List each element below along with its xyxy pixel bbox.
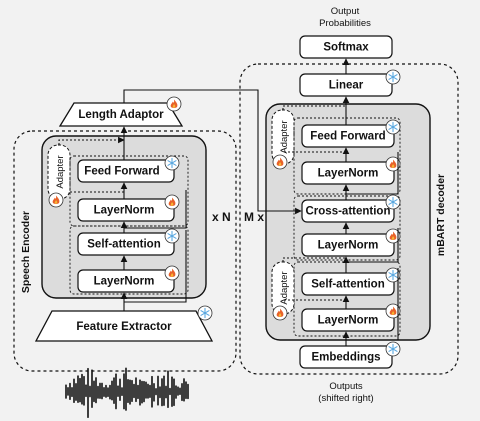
decoder-adapter-bottom-label: Adapter bbox=[279, 271, 290, 304]
decoder-self-attention-label: Self-attention bbox=[311, 279, 384, 291]
mbart-decoder: Output Probabilities mBART decoder M x S… bbox=[239, 6, 459, 404]
cross-attention-label: Cross-attention bbox=[306, 206, 391, 218]
decoder-adapter-top-label: Adapter bbox=[279, 120, 290, 153]
decoder-layernorm-1-box bbox=[301, 161, 395, 185]
decoder-layernorm-1-label: LayerNorm bbox=[318, 168, 379, 180]
decoder-cross-subblock bbox=[293, 195, 401, 261]
speech-encoder: Speech Encoder x N Adapter Feed Forward … bbox=[13, 96, 237, 419]
decoder-feed-forward-box bbox=[301, 124, 395, 148]
encoder-adapter-label: Adapter bbox=[55, 155, 66, 188]
snowflake-icon bbox=[385, 341, 401, 357]
fire-icon bbox=[272, 154, 288, 170]
fire-icon bbox=[272, 305, 288, 321]
linear-label: Linear bbox=[329, 80, 364, 92]
outputs-label: Outputs bbox=[329, 381, 363, 392]
decoder-layernorm-3-box bbox=[301, 308, 395, 332]
decoder-section-label: mBART decoder bbox=[435, 174, 447, 256]
encoder-to-decoder-connector bbox=[123, 89, 302, 215]
snowflake-icon bbox=[197, 305, 213, 321]
audio-waveform bbox=[65, 367, 189, 419]
decoder-layernorm-2-box bbox=[301, 233, 395, 257]
snowflake-icon bbox=[164, 228, 180, 244]
output-probabilities-label: Output bbox=[331, 6, 360, 17]
snowflake-icon bbox=[385, 69, 401, 85]
feature-extractor-box bbox=[34, 310, 214, 342]
embeddings-label: Embeddings bbox=[311, 352, 380, 364]
decoder-layernorm-2-label: LayerNorm bbox=[318, 240, 379, 252]
fire-icon bbox=[164, 194, 180, 210]
cross-attention-box bbox=[301, 199, 395, 223]
decoder-self-attention-box bbox=[301, 272, 395, 296]
encoder-layernorm-top-box bbox=[77, 198, 175, 222]
encoder-layernorm-bottom-box bbox=[77, 269, 175, 293]
decoder-repeat-label: M x bbox=[244, 210, 264, 224]
feature-extractor-label: Feature Extractor bbox=[76, 321, 172, 333]
fire-icon bbox=[166, 96, 182, 112]
snowflake-icon bbox=[164, 155, 180, 171]
encoder-feed-forward-label: Feed Forward bbox=[84, 166, 159, 178]
decoder-layernorm-3-label: LayerNorm bbox=[318, 315, 379, 327]
output-probabilities-label-line2: Probabilities bbox=[319, 18, 371, 29]
softmax-label: Softmax bbox=[323, 42, 369, 54]
snowflake-icon bbox=[385, 194, 401, 210]
encoder-attn-subblock bbox=[69, 225, 189, 295]
softmax-box bbox=[299, 35, 393, 59]
encoder-feed-forward-box bbox=[77, 159, 175, 183]
decoder-feed-forward-label: Feed Forward bbox=[310, 131, 385, 143]
snowflake-icon bbox=[385, 119, 401, 135]
encoder-self-attention-box bbox=[77, 232, 175, 256]
encoder-layernorm-bottom-label: LayerNorm bbox=[94, 276, 155, 288]
decoder-ffn-subblock bbox=[293, 117, 401, 195]
fire-icon bbox=[48, 192, 64, 208]
encoder-layernorm-top-label: LayerNorm bbox=[94, 205, 155, 217]
length-adaptor-label: Length Adaptor bbox=[78, 109, 164, 121]
encoder-section-label: Speech Encoder bbox=[20, 211, 32, 293]
encoder-repeat-label: x N bbox=[212, 210, 231, 224]
fire-icon bbox=[164, 265, 180, 281]
outputs-label-line2: (shifted right) bbox=[318, 393, 373, 404]
encoder-self-attention-label: Self-attention bbox=[87, 239, 160, 251]
